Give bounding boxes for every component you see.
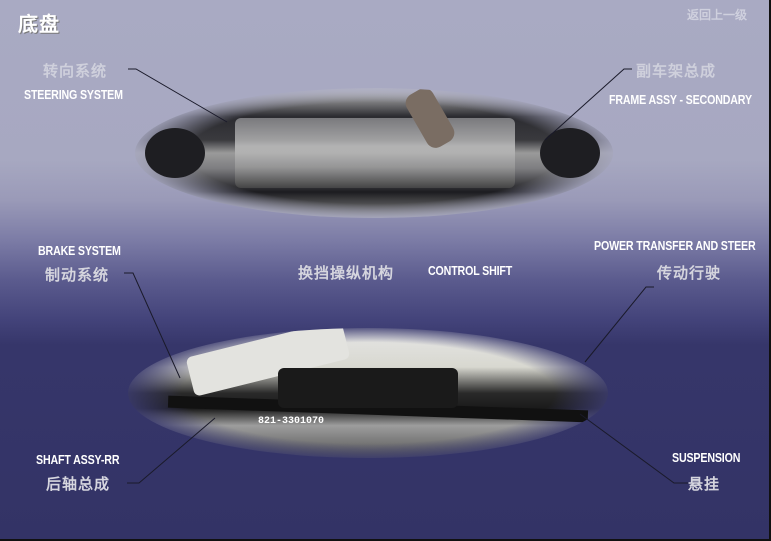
part-number-text: 821-3301070 <box>258 416 325 427</box>
steering-label-cn[interactable]: 转向系统 <box>43 62 108 80</box>
engine-block <box>235 118 515 188</box>
steering-label-en[interactable]: STEERING SYSTEM <box>24 87 123 102</box>
power-transfer-label-en[interactable]: POWER TRANSFER AND STEER <box>594 238 756 253</box>
power-transfer-label-cn[interactable]: 传动行驶 <box>657 264 722 282</box>
shaft-rr-label-cn[interactable]: 后轴总成 <box>46 475 111 493</box>
page-title: 底盘 <box>18 12 60 36</box>
rear-chassis-photo[interactable]: 821-3301070 <box>128 328 608 458</box>
fuel-tank <box>278 368 458 408</box>
frame-secondary-label-en[interactable]: FRAME ASSY - SECONDARY <box>609 92 752 107</box>
suspension-label-cn[interactable]: 悬挂 <box>688 475 721 493</box>
front-chassis-photo[interactable] <box>135 88 613 218</box>
shaft-rr-label-en[interactable]: SHAFT ASSY-RR <box>36 452 120 467</box>
frame-secondary-label-cn[interactable]: 副车架总成 <box>636 62 717 80</box>
control-shift-label-en[interactable]: CONTROL SHIFT <box>428 263 513 278</box>
brake-label-cn[interactable]: 制动系统 <box>45 266 110 284</box>
right-joint <box>540 128 600 178</box>
suspension-label-en[interactable]: SUSPENSION <box>672 450 741 465</box>
left-joint <box>145 128 205 178</box>
control-shift-label-cn[interactable]: 换挡操纵机构 <box>298 264 395 282</box>
back-link[interactable]: 返回上一级 <box>687 8 748 22</box>
brake-label-en[interactable]: BRAKE SYSTEM <box>38 243 121 258</box>
